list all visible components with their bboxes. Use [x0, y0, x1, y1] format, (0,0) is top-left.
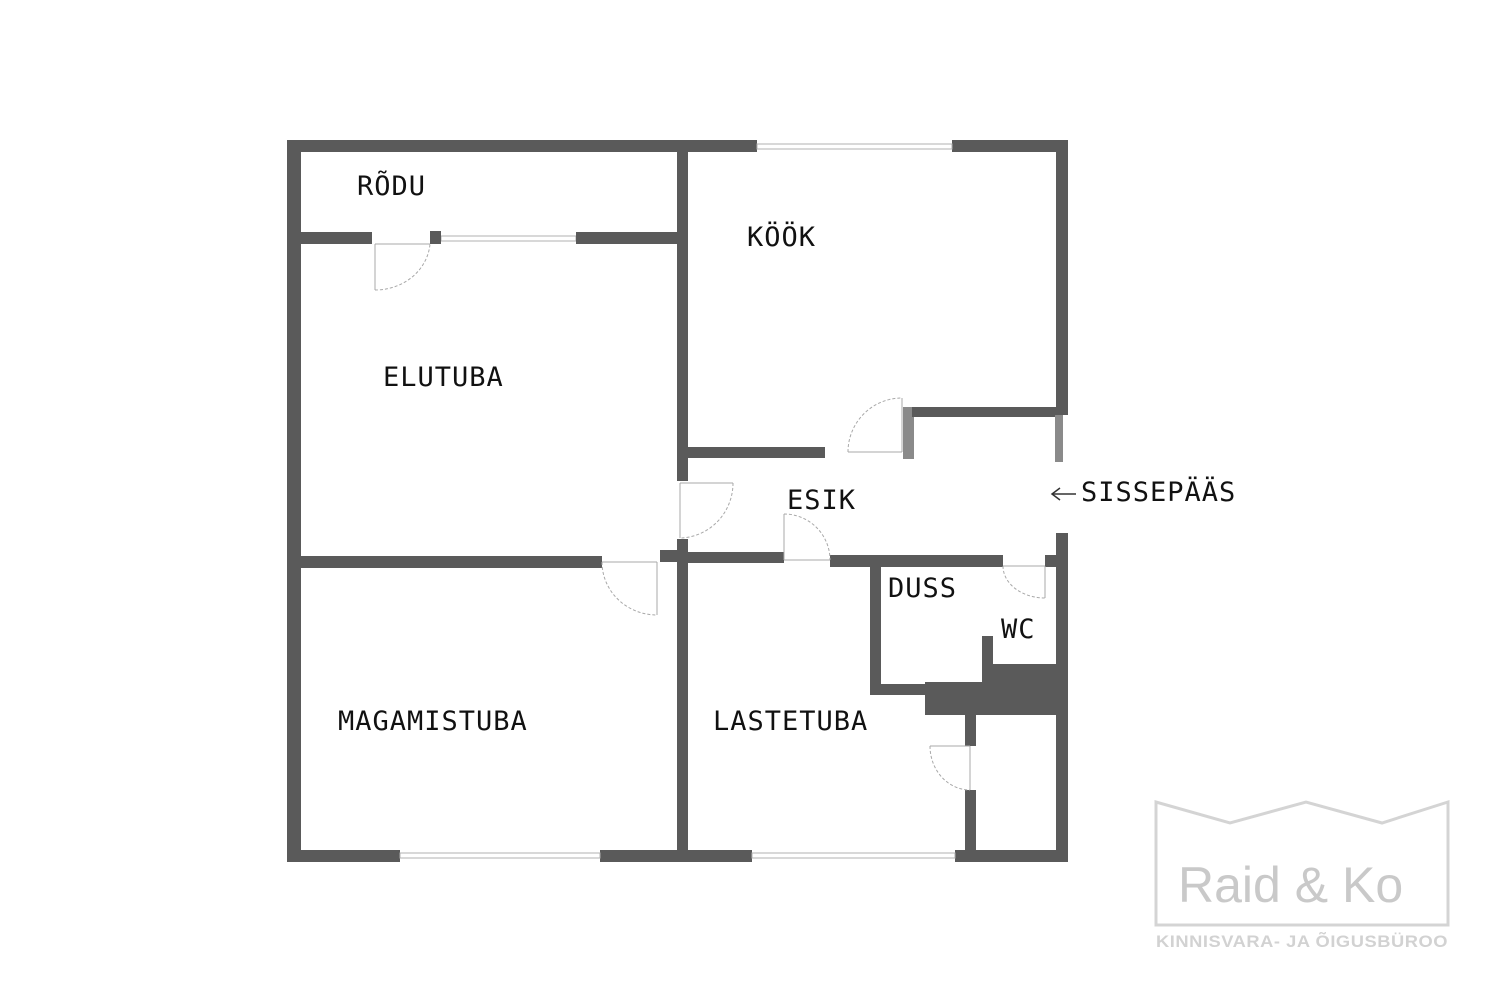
wall-entrance-top-end	[1055, 415, 1063, 462]
wall-bottom-1	[287, 850, 400, 862]
wall-balcony-right	[576, 232, 686, 244]
window-bedroom	[399, 852, 601, 859]
window-childroom	[751, 852, 956, 859]
outer-walls	[287, 140, 1068, 862]
wall-bottom-2	[600, 850, 752, 862]
label-lastetuba: LASTETUBA	[713, 706, 868, 737]
wall-hall-bottom-end	[1045, 555, 1068, 567]
wall-service-block-top	[982, 664, 1068, 694]
wall-living-bedroom	[287, 556, 602, 568]
room-labels: RÕDU KÖÖK ELUTUBA ESIK SISSEPÄÄS DUSS WC…	[338, 170, 1236, 737]
interior-walls	[287, 148, 1068, 862]
label-elutuba: ELUTUBA	[383, 362, 504, 393]
wall-hall-bottom-left	[677, 552, 784, 563]
logo: Raid & Ko KINNISVARA- JA ÕIGUSBÜROO	[1154, 799, 1450, 951]
wall-entrance-top	[912, 407, 1062, 417]
wall-shower-left	[870, 555, 881, 695]
wall-balcony-left	[287, 232, 372, 244]
door-child-room	[783, 513, 831, 561]
label-kook: KÖÖK	[747, 221, 816, 253]
door-wc	[1002, 565, 1046, 599]
label-duss: DUSS	[888, 573, 957, 604]
door-living-room	[679, 482, 734, 539]
wall-bottom-3	[955, 850, 1068, 862]
label-magamistuba: MAGAMISTUBA	[338, 706, 528, 737]
wall-closet-upper	[965, 714, 976, 746]
windows	[399, 143, 956, 859]
wall-top-left	[287, 140, 757, 152]
label-sissepaas: SISSEPÄÄS	[1081, 476, 1236, 508]
door-closet	[929, 745, 971, 791]
label-rodu: RÕDU	[357, 170, 426, 202]
wall-kitchen-bottom	[677, 447, 825, 458]
wall-kitchen-door-stub	[903, 407, 914, 459]
wall-top-right	[952, 140, 1068, 152]
door-bedroom	[601, 561, 658, 616]
doors	[374, 243, 1046, 791]
logo-name: Raid & Ko	[1178, 857, 1403, 913]
window-kitchen	[756, 143, 953, 150]
wall-hall-bottom-right	[830, 555, 1003, 567]
wall-bedroom-childroom	[677, 539, 688, 862]
window-balcony	[440, 235, 577, 242]
label-esik: ESIK	[787, 485, 856, 516]
wall-living-kitchen	[677, 148, 688, 481]
wall-closet-lower	[965, 790, 976, 862]
entrance-arrow-icon	[1050, 487, 1076, 501]
door-balcony	[374, 243, 431, 291]
logo-roof-outline	[1154, 799, 1450, 927]
wall-balcony-post	[430, 231, 441, 244]
door-kitchen	[847, 397, 903, 453]
wall-right-upper	[1056, 140, 1068, 415]
label-wc: WC	[1001, 614, 1036, 645]
wall-shower-bottom	[870, 684, 928, 695]
wall-left	[287, 140, 301, 862]
logo-tagline: KINNISVARA- JA ÕIGUSBÜROO	[1156, 931, 1448, 951]
